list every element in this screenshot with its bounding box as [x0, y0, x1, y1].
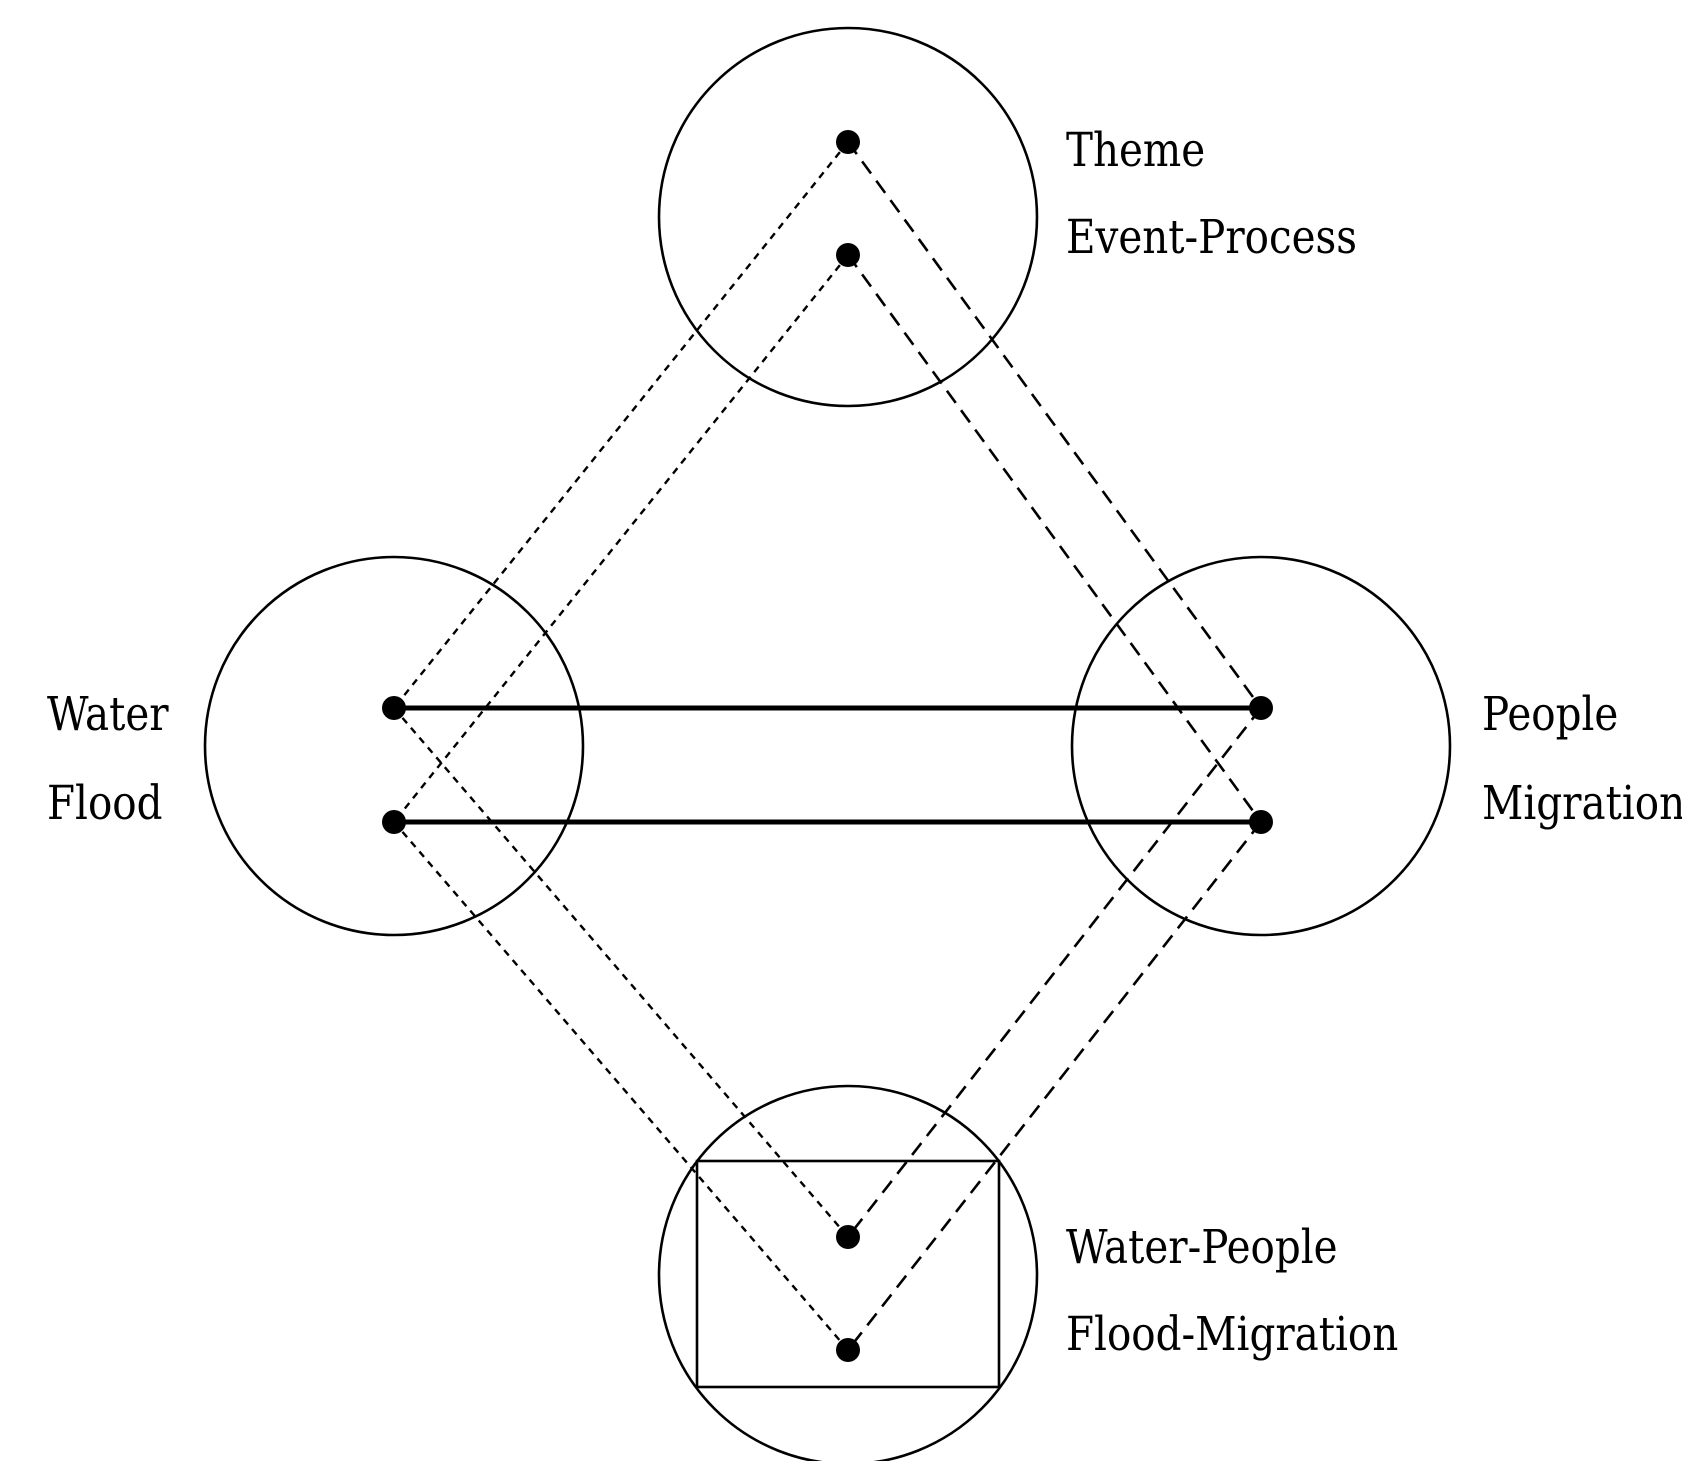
water-circle [203, 555, 585, 937]
flood-label: Flood [47, 776, 163, 831]
flood-migration-label: Flood-Migration [1066, 1307, 1398, 1362]
people-dot [1249, 696, 1273, 720]
water-label: Water [47, 687, 169, 742]
intersection-box [695, 1159, 1001, 1389]
link-migration-combined [846, 821, 1263, 1351]
link-flood-combined [393, 821, 849, 1351]
event-process-label: Event-Process [1066, 210, 1357, 265]
theme-dot [836, 130, 860, 154]
water-dot [382, 696, 406, 720]
people-circle [1070, 555, 1452, 937]
people-label: People [1482, 687, 1618, 742]
link-people-combined [846, 707, 1263, 1238]
link-water-combined [393, 707, 849, 1238]
link-event-migration [846, 254, 1263, 823]
combined-circle [657, 1084, 1039, 1461]
theme-circle [657, 26, 1039, 408]
flood-migration-dot [836, 1338, 860, 1362]
water-people-label: Water-People [1066, 1220, 1338, 1275]
flood-dot [382, 810, 406, 834]
event-process-dot [836, 243, 860, 267]
water-people-dot [836, 1225, 860, 1249]
link-theme-water [393, 141, 849, 709]
migration-label: Migration [1482, 776, 1682, 831]
migration-dot [1249, 810, 1273, 834]
link-theme-people [846, 141, 1263, 709]
theme-label: Theme [1066, 123, 1205, 178]
link-event-flood [393, 254, 849, 823]
